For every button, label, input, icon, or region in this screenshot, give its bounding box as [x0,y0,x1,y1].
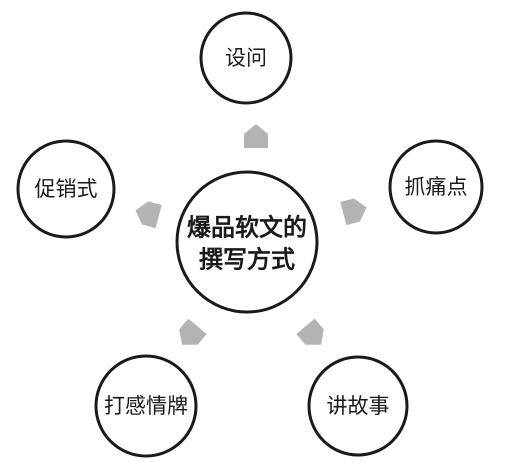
center-node: 爆品软文的 撰写方式 [175,170,319,314]
center-circle [175,170,319,314]
center-label-line1: 爆品软文的 [187,213,307,242]
arrow-bottom-right [296,318,324,345]
center-label-line2: 撰写方式 [199,245,295,274]
arrow-bottom-left [179,318,207,345]
node-bottom-left-label: 打感情牌 [104,394,188,418]
arrow-left [135,201,162,229]
node-left-circle [16,139,116,239]
node-bottom-right-label: 讲故事 [327,394,390,418]
arrow-right [340,198,367,226]
node-top-circle [199,11,293,105]
node-bottom-right-circle [307,355,409,457]
node-top-label: 设问 [225,46,267,70]
arrow-top [244,124,268,148]
node-bottom-right: 讲故事 [307,355,409,457]
node-left: 促销式 [16,139,116,239]
node-right: 抓痛点 [388,139,484,235]
node-bottom-left: 打感情牌 [94,354,198,458]
node-top: 设问 [199,11,293,105]
node-right-circle [388,139,484,235]
node-right-label: 抓痛点 [405,175,468,199]
node-left-label: 促销式 [35,177,98,201]
node-bottom-left-circle [94,354,198,458]
